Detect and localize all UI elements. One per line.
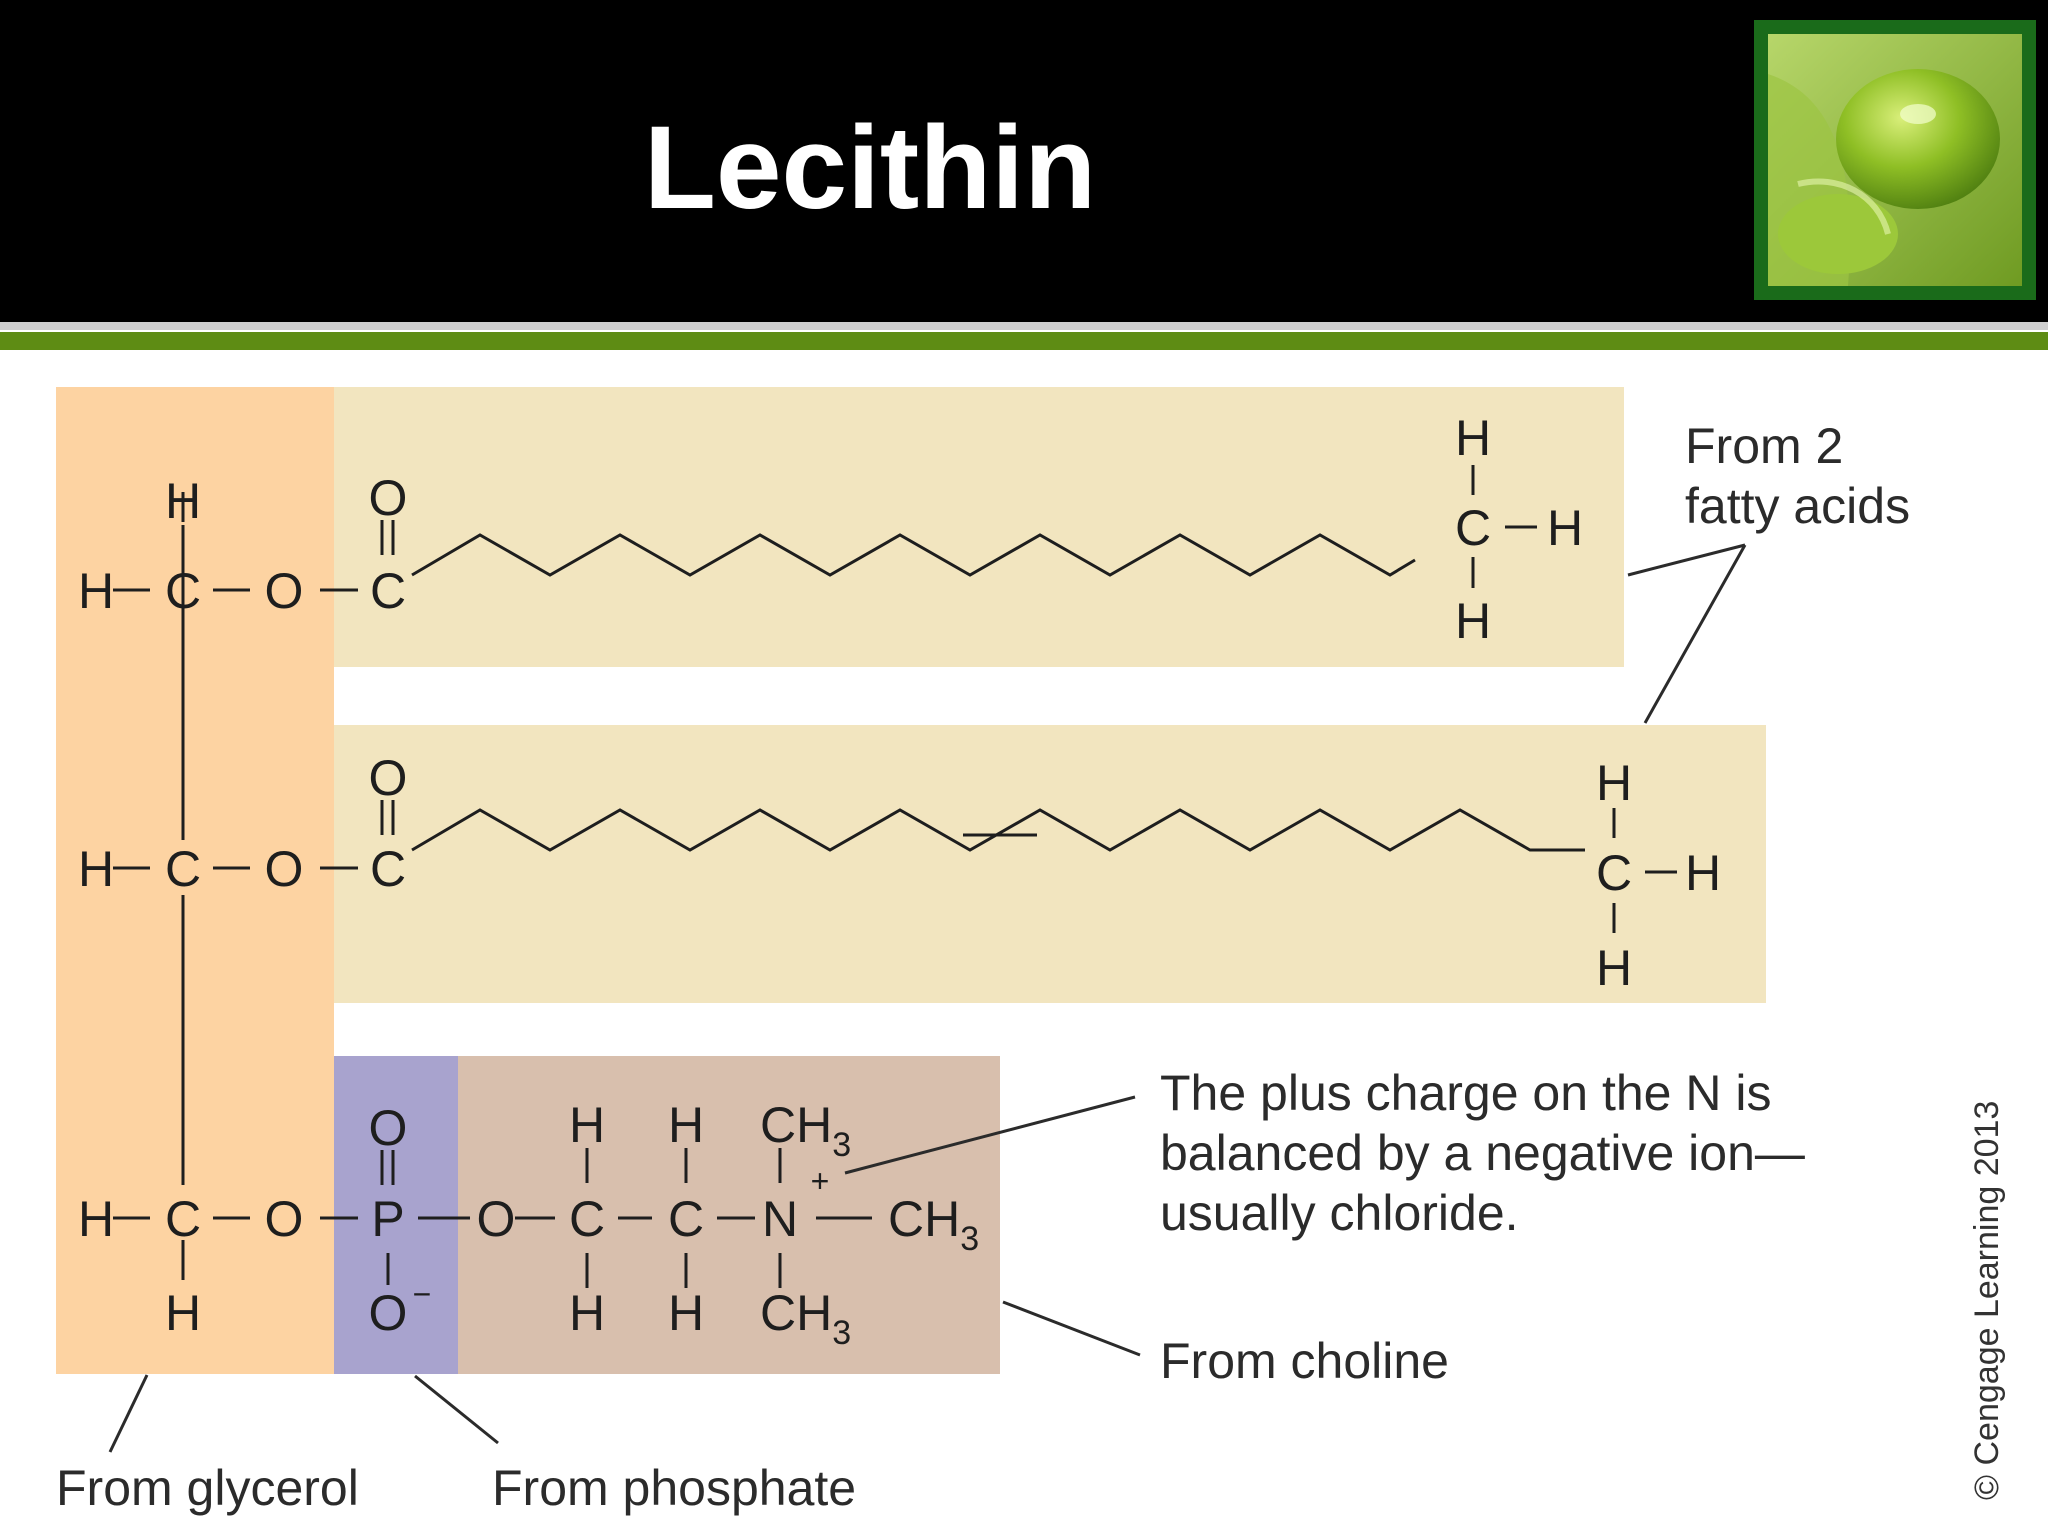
glycerol-region — [56, 387, 334, 1374]
methyl2-c: C — [1596, 845, 1632, 901]
ch-text: CH — [760, 1097, 832, 1153]
subscript-3: 3 — [832, 1314, 851, 1352]
glycerol-c3: C — [165, 1191, 201, 1247]
methyl1-h-bottom: H — [1455, 593, 1491, 649]
choline-h2-bottom: H — [668, 1285, 704, 1341]
ch-text: CH — [888, 1191, 960, 1247]
fatty-acid-region-1 — [334, 387, 1624, 667]
lecithin-structure-diagram: H H C O H C O H C O H O C H C H H O C H … — [56, 387, 1910, 1516]
copyright-notice: © Cengage Learning 2013 — [1968, 1100, 2006, 1500]
phosphate-ester-o: O — [265, 1191, 304, 1247]
carbonyl-c2: C — [370, 841, 406, 897]
header-divider-gray — [0, 322, 2048, 330]
methyl1-h-right: H — [1547, 500, 1583, 556]
choline-c2: C — [668, 1191, 704, 1247]
pointer-lines — [108, 543, 1747, 1453]
choline-positive-charge: + — [811, 1163, 830, 1199]
phosphate-p: P — [371, 1191, 404, 1247]
label-from-choline: From choline — [1160, 1333, 1449, 1389]
green-pea-thumbnail — [1754, 20, 2036, 300]
label-from-phosphate: From phosphate — [492, 1460, 856, 1516]
label-charge-note-line2: balanced by a negative ion— — [1160, 1125, 1805, 1181]
carbonyl-o2: O — [369, 750, 408, 806]
glycerol-h1: H — [78, 563, 114, 619]
phosphate-o-minus: O — [369, 1285, 408, 1341]
choline-h1-top: H — [569, 1097, 605, 1153]
label-charge-note-line3: usually chloride. — [1160, 1185, 1519, 1241]
choline-ch3-right: CH3 — [888, 1191, 979, 1258]
green-pea-image — [1768, 34, 2022, 286]
choline-o: O — [477, 1191, 516, 1247]
phosphate-o-top: O — [369, 1100, 408, 1156]
label-charge-note-line1: The plus charge on the N is — [1160, 1065, 1771, 1121]
phosphate-region — [334, 1056, 458, 1374]
carbonyl-c1: C — [370, 563, 406, 619]
methyl2-h-right: H — [1685, 845, 1721, 901]
glycerol-h3: H — [78, 1191, 114, 1247]
choline-h2-top: H — [668, 1097, 704, 1153]
choline-ch3-top: CH3 — [760, 1097, 851, 1164]
methyl2-h-bottom: H — [1596, 940, 1632, 996]
choline-h1-bottom: H — [569, 1285, 605, 1341]
glycerol-h-bottom: H — [165, 1285, 201, 1341]
label-fatty-acids-line2: fatty acids — [1685, 478, 1910, 534]
label-from-glycerol: From glycerol — [56, 1460, 359, 1516]
slide-header: Lecithin — [0, 0, 2048, 322]
glycerol-c1: C — [165, 563, 201, 619]
methyl1-c: C — [1455, 500, 1491, 556]
glycerol-h-top: H — [165, 473, 201, 529]
phosphate-negative-charge: − — [413, 1276, 432, 1312]
header-divider-green — [0, 332, 2048, 350]
fatty-acid-region-2 — [334, 725, 1766, 1003]
ester-o1: O — [265, 563, 304, 619]
glycerol-c2: C — [165, 841, 201, 897]
header-divider-white — [0, 350, 2048, 352]
ester-o2: O — [265, 841, 304, 897]
methyl2-h-top: H — [1596, 755, 1632, 811]
choline-n: N — [762, 1191, 798, 1247]
choline-c1: C — [569, 1191, 605, 1247]
choline-ch3-bottom: CH3 — [760, 1285, 851, 1352]
methyl1-h-top: H — [1455, 410, 1491, 466]
label-fatty-acids-line1: From 2 — [1685, 418, 1843, 474]
slide-title: Lecithin — [643, 102, 1097, 234]
molecule-bonds — [113, 465, 1677, 1288]
subscript-3: 3 — [832, 1126, 851, 1164]
choline-region — [458, 1056, 1000, 1374]
ch-text: CH — [760, 1285, 832, 1341]
glycerol-h2: H — [78, 841, 114, 897]
carbonyl-o1: O — [369, 470, 408, 526]
subscript-3: 3 — [960, 1220, 979, 1258]
